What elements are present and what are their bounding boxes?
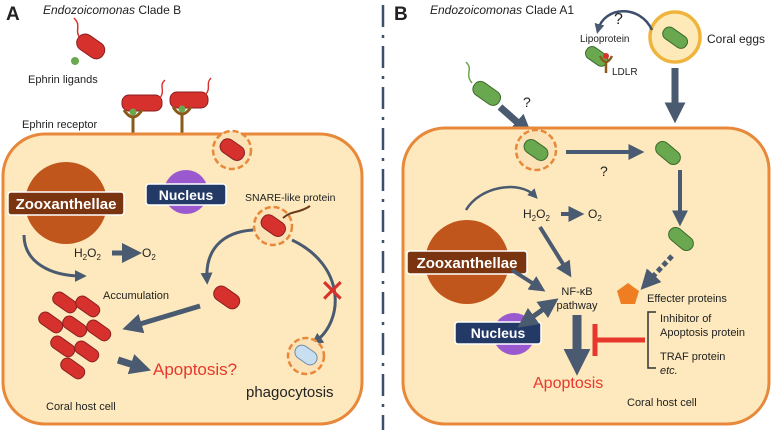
o2-b: O2 <box>588 207 602 223</box>
apoptosis-label: Apoptosis <box>533 375 603 392</box>
o2-a: O2 <box>142 246 156 262</box>
nucleus-a-label-bg <box>145 183 227 206</box>
panel-b-letter: B <box>394 4 408 25</box>
inhibitor-label-line2: Apoptosis protein <box>660 327 745 339</box>
release-question-mark: ? <box>600 163 608 179</box>
panel-b-organism: Endozoicomonas Clade A1 <box>430 3 574 17</box>
effecter-protein-icon <box>617 283 639 304</box>
bound-bacterium-1-flagellum <box>159 79 166 99</box>
effecter-secretion-arrow <box>640 254 674 290</box>
traf-label: TRAF protein <box>660 351 725 363</box>
cell-label-b: Coral host cell <box>627 397 697 409</box>
apoptosis-question-label: Apoptosis? <box>153 360 237 379</box>
release-to-cluster-arrow <box>122 303 201 334</box>
cyto-bacterium-1 <box>655 141 681 165</box>
bound-bacterium-1 <box>121 94 163 112</box>
vesicle-to-phagocytosis-arrow <box>291 238 337 345</box>
vesicle-snare-bacterium <box>260 214 286 237</box>
ephrin-ligands-label: Ephrin ligands <box>28 74 98 86</box>
zooxanthellae-a-label: Zooxanthellae <box>16 196 117 213</box>
nfkb-label-line2: pathway <box>557 300 598 312</box>
effecter-proteins-label: Effecter proteins <box>647 293 727 305</box>
zooxanthellae-b-label-bg <box>406 250 528 275</box>
panel-a-letter: A <box>6 4 20 25</box>
ldlr-receptor <box>598 55 614 73</box>
panel-a-organism: Endozoicomonas Clade B <box>43 3 181 17</box>
lipoprotein-label: Lipoprotein <box>580 34 629 45</box>
ligand-dot-2 <box>178 105 186 113</box>
cell-label-a: Coral host cell <box>46 401 116 413</box>
zoox-to-accumulation-arrow <box>22 234 87 282</box>
cyto-bacterium-2 <box>668 227 694 251</box>
nfkb-label-line1: NF-κB <box>561 286 592 298</box>
free-bacterium-b <box>76 33 106 60</box>
free-bacterium-a1 <box>472 80 502 106</box>
ligand-dot-1 <box>129 108 137 116</box>
accumulation-label: Accumulation <box>103 290 169 302</box>
ephrin-receptor-2 <box>171 106 193 134</box>
etc-label: etc. <box>660 365 678 377</box>
digested-bacterium <box>294 344 318 366</box>
ldlr-label: LDLR <box>612 67 638 78</box>
ephrin-receptor-label: Ephrin receptor <box>22 119 98 131</box>
blocked-x-icon: ✕ <box>319 272 346 310</box>
free-bacterium-a1-flagellum <box>465 61 473 84</box>
zoox-to-nfkb-arrow <box>510 268 546 292</box>
ephrin-receptor-1 <box>122 109 144 134</box>
entry-question-mark: ? <box>523 94 531 110</box>
free-bacterium-flagellum <box>73 17 81 39</box>
bound-bacterium-2 <box>169 91 209 109</box>
bacteria-cluster <box>38 291 112 380</box>
egg-question-mark: ? <box>614 11 623 28</box>
panel-b: B Endozoicomonas Clade A1 Coral eggs ? L… <box>394 3 771 426</box>
snare-protein <box>282 205 311 219</box>
inhibitor-label-line1: Inhibitor of <box>660 313 712 325</box>
vesicle-top-bacterium <box>219 138 245 161</box>
phagocytosis-label: phagocytosis <box>246 384 334 401</box>
zoox-to-h2o2-arrow <box>464 185 538 211</box>
vesicle-release-arrow <box>200 228 254 285</box>
zooxanthellae-b-label: Zooxanthellae <box>417 255 518 272</box>
entry-arrow <box>497 104 533 136</box>
nucleus-a-label: Nucleus <box>159 187 214 203</box>
egg-loop-arrow <box>594 10 654 34</box>
h2o2-to-nfkb-arrow <box>538 225 572 278</box>
lipoprotein-dot <box>603 53 609 59</box>
cluster-to-apoptosis-arrow <box>116 354 152 375</box>
coral-host-cell-b <box>401 126 771 426</box>
zooxanthellae-a-label-bg <box>7 191 125 216</box>
nfkb-nucleus-double-arrow <box>517 298 559 328</box>
coral-eggs-label: Coral eggs <box>707 32 765 46</box>
h2o2-b: H2O2 <box>523 207 550 223</box>
released-bacterium <box>213 285 241 310</box>
vesicle-b-bacterium <box>523 139 549 161</box>
panel-a: A Endozoicomonas Clade B Ephrin ligands … <box>1 3 364 426</box>
nucleus-b-label: Nucleus <box>471 325 526 341</box>
bound-bacterium-2-flagellum <box>204 77 212 96</box>
h2o2-a: H2O2 <box>74 246 101 262</box>
ephrin-ligand-dot <box>71 57 79 65</box>
egg-bacterium <box>662 26 689 49</box>
snare-label: SNARE-like protein <box>245 192 336 204</box>
inhibitor-bracket <box>647 311 656 369</box>
